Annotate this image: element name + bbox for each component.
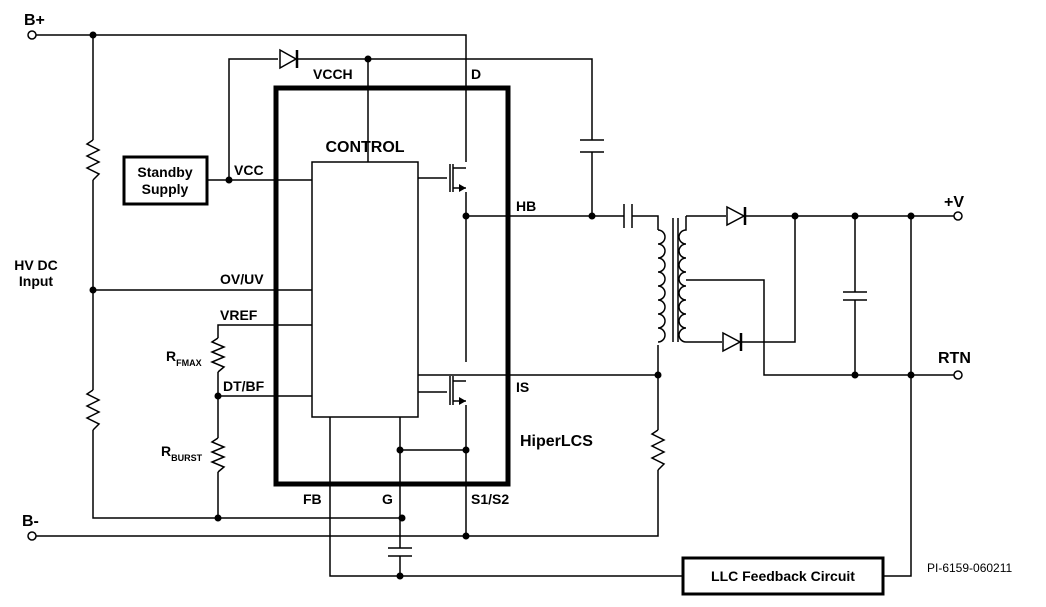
wires <box>36 34 958 577</box>
b-plus-rail <box>36 34 467 162</box>
transformer <box>657 216 687 343</box>
standby-label-line1: Standby <box>137 164 192 180</box>
vref-pin-label: VREF <box>220 307 258 323</box>
secondary-winding <box>678 216 687 343</box>
junction-dots <box>89 31 915 580</box>
d-pin-label: D <box>471 66 481 82</box>
b-minus-rail <box>36 470 659 537</box>
upper-rectifier-diode <box>726 205 747 227</box>
llc-feedback-label: LLC Feedback Circuit <box>711 568 855 584</box>
standby-label-line2: Supply <box>142 181 189 197</box>
primary-winding <box>657 229 666 343</box>
rfmax-label: RFMAX <box>166 348 202 368</box>
llc-feedback-box <box>681 556 885 596</box>
lower-diode-wire <box>686 216 796 343</box>
low-side-mosfet <box>418 376 466 405</box>
timing-resistor-wires <box>217 324 312 518</box>
lower-rectifier-diode <box>722 331 743 353</box>
vcc-pin-label: VCC <box>234 162 264 178</box>
dt-bf-pin-label: DT/BF <box>223 378 265 394</box>
rtn-terminal <box>953 370 963 380</box>
plus-v-terminal <box>953 211 963 221</box>
hb-wire <box>466 215 659 230</box>
rburst-label: RBURST <box>161 443 203 463</box>
hv-dc-label-line1: HV DC <box>14 257 58 273</box>
fb-capacitor <box>388 547 412 557</box>
g-pin-label: G <box>382 491 393 507</box>
figure-id-label: PI-6159-060211 <box>927 561 1013 575</box>
bootstrap-capacitor <box>580 139 604 153</box>
input-divider-wires <box>92 35 402 519</box>
is-pin-label: IS <box>516 379 529 395</box>
rtn-label: RTN <box>938 350 971 367</box>
b-plus-label: B+ <box>24 12 45 29</box>
vcch-pin-label: VCCH <box>313 66 353 82</box>
high-side-mosfet <box>418 164 466 192</box>
fb-wire <box>329 417 683 577</box>
transformer-core <box>672 218 679 342</box>
control-block <box>311 161 419 418</box>
standby-supply-box <box>122 155 209 206</box>
is-wire <box>418 345 659 430</box>
rburst-resistor <box>210 437 226 473</box>
feedback-sense-wire <box>883 216 912 577</box>
rtn-rail <box>686 279 958 376</box>
b-plus-terminal <box>27 30 37 40</box>
ov-uv-pin-label: OV/UV <box>220 271 264 287</box>
output-capacitor <box>843 291 867 301</box>
hv-dc-label-line2: Input <box>19 273 54 289</box>
bottom-divider-resistor <box>85 389 101 431</box>
hiperlcs-package <box>273 85 511 487</box>
s1-s2-pin-label: S1/S2 <box>471 491 509 507</box>
b-minus-label: B- <box>22 513 39 530</box>
resonant-capacitor <box>623 204 633 228</box>
bootstrap-loop-wire <box>228 58 593 216</box>
top-divider-resistor <box>85 139 101 181</box>
rfmax-resistor <box>210 337 226 373</box>
hb-pin-label: HB <box>516 198 536 214</box>
bootstrap-diode <box>279 48 299 70</box>
b-minus-terminal <box>27 531 37 541</box>
fb-pin-label: FB <box>303 491 322 507</box>
ic-name-label: HiperLCS <box>520 433 593 450</box>
plus-v-label: +V <box>944 194 964 211</box>
current-sense-resistor <box>650 429 666 471</box>
control-label: CONTROL <box>325 139 404 156</box>
